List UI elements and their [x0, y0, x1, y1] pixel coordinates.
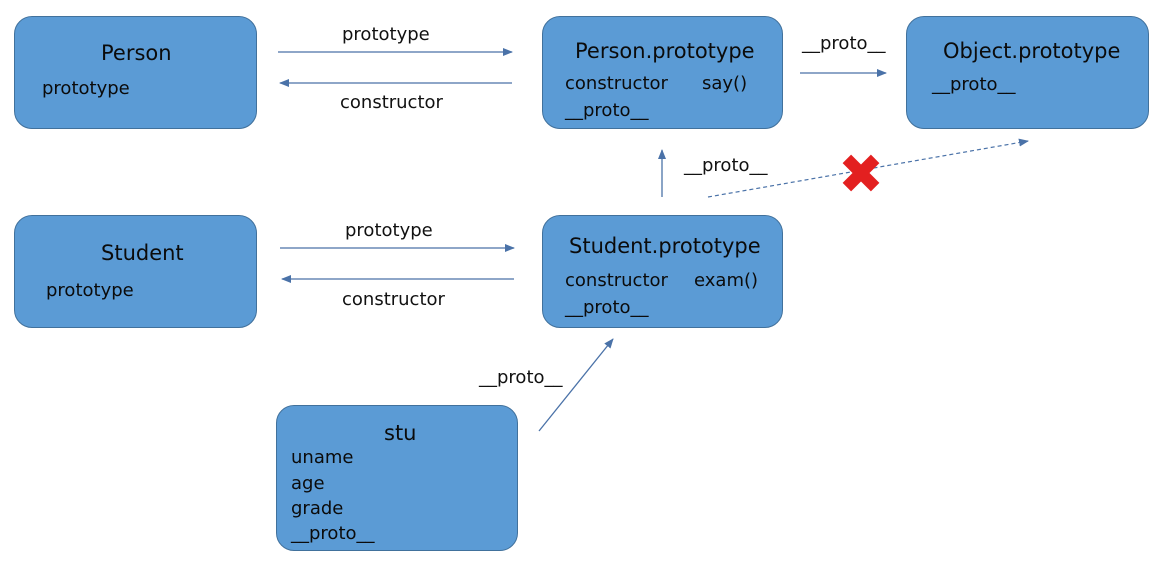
- person-node: Person prototype: [14, 16, 257, 129]
- stu-uname: uname: [291, 447, 354, 468]
- person-prototype-say: say(): [702, 73, 748, 94]
- stu-title: stu: [384, 421, 417, 445]
- stu-node: stu uname age grade __proto__: [276, 405, 518, 551]
- student-node: Student prototype: [14, 215, 257, 328]
- person-prototype-prop: prototype: [42, 78, 130, 99]
- stu-grade: grade: [291, 498, 344, 519]
- object-prototype-title: Object.prototype: [943, 39, 1121, 63]
- person-prototype-node: Person.prototype constructor say() __pro…: [542, 16, 783, 129]
- student-prototype-proto: __proto__: [565, 297, 649, 318]
- person-prototype-proto: __proto__: [565, 100, 649, 121]
- object-prototype-node: Object.prototype __proto__: [906, 16, 1149, 129]
- edge-label-sproto-pproto: __proto__: [684, 155, 768, 176]
- student-prototype-constructor: constructor: [565, 270, 668, 291]
- person-prototype-title: Person.prototype: [575, 39, 755, 63]
- edge-label-pproto-object: __proto__: [802, 33, 886, 54]
- object-prototype-proto: __proto__: [932, 74, 1016, 95]
- stu-age: age: [291, 473, 325, 494]
- cross-icon: [842, 154, 880, 192]
- person-title: Person: [101, 41, 172, 65]
- edge-label-person-prototype: prototype: [342, 24, 430, 45]
- student-prototype-title: Student.prototype: [569, 234, 761, 258]
- stu-proto: __proto__: [291, 523, 375, 544]
- edge-label-student-prototype: prototype: [345, 220, 433, 241]
- student-prototype-prop: prototype: [46, 280, 134, 301]
- person-prototype-constructor: constructor: [565, 73, 668, 94]
- edge-label-student-constructor: constructor: [342, 289, 445, 310]
- student-title: Student: [101, 241, 184, 265]
- edge-label-person-constructor: constructor: [340, 92, 443, 113]
- edge-label-stu-sproto: __proto__: [479, 367, 563, 388]
- arrow-stu-sproto: [538, 338, 614, 432]
- student-prototype-node: Student.prototype constructor exam() __p…: [542, 215, 783, 328]
- student-prototype-exam: exam(): [694, 270, 759, 291]
